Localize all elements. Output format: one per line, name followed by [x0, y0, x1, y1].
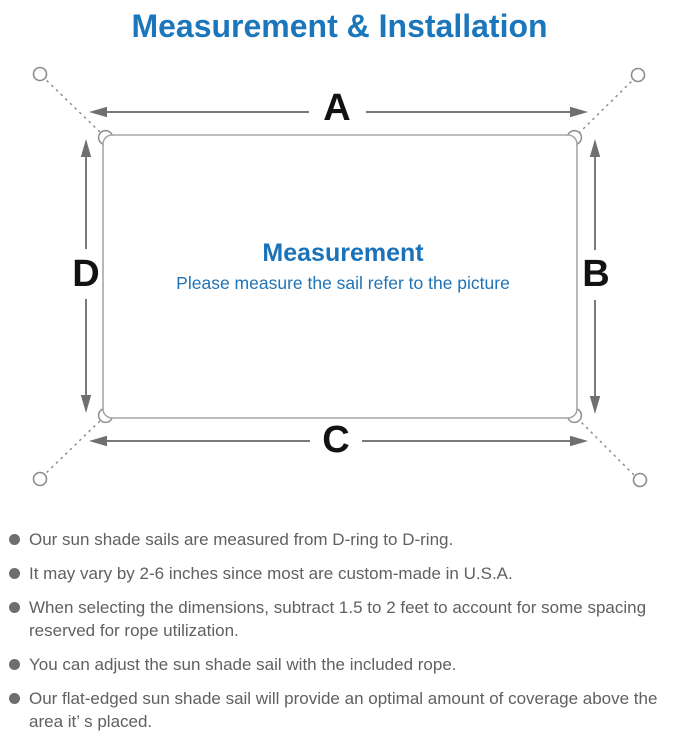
center-heading: Measurement [262, 239, 424, 267]
arrowhead-down-icon [589, 396, 601, 414]
note-text: When selecting the dimensions, subtract … [29, 598, 647, 640]
note-item: Our sun shade sails are measured from D-… [9, 528, 667, 551]
page-title: Measurement & Installation [131, 8, 548, 44]
anchor-point-top-right [630, 67, 646, 83]
note-text: Our flat-edged sun shade sail will provi… [29, 689, 658, 731]
bullet-icon [9, 534, 20, 545]
dimension-arrow-d [80, 139, 92, 413]
anchor-point-bottom-left [32, 471, 48, 487]
note-text: You can adjust the sun shade sail with t… [29, 655, 457, 674]
center-subtitle: Please measure the sail refer to the pic… [176, 273, 510, 293]
dimension-arrow-b [589, 139, 601, 414]
dimension-label-d: D [72, 253, 99, 295]
measurement-diagram: A B C D Measurement Please measure the s… [32, 66, 648, 488]
tie-line-bottom-right [576, 417, 638, 479]
arrowhead-right-icon [570, 106, 588, 118]
arrowhead-left-icon [89, 106, 107, 118]
dimension-arrow-c [89, 435, 588, 447]
dimension-label-c: C [322, 419, 349, 461]
arrowhead-right-icon [570, 435, 588, 447]
arrowhead-up-icon [80, 139, 92, 157]
arrowhead-up-icon [589, 139, 601, 157]
note-text: It may vary by 2-6 inches since most are… [29, 564, 513, 583]
dimension-arrow-a [89, 106, 588, 118]
sail-outline [102, 134, 578, 419]
dimension-label-a: A [323, 87, 350, 129]
arrowhead-left-icon [89, 435, 107, 447]
bullet-icon [9, 659, 20, 670]
anchor-point-top-left [32, 66, 48, 82]
bullet-icon [9, 568, 20, 579]
tie-line-top-right [576, 76, 637, 136]
bullet-icon [9, 602, 20, 613]
notes-list: Our sun shade sails are measured from D-… [0, 516, 679, 733]
tie-line-top-left [41, 75, 104, 136]
dimension-label-b: B [582, 253, 609, 295]
tie-line-bottom-left [41, 417, 104, 478]
anchor-point-bottom-right [632, 472, 648, 488]
note-item: Our flat-edged sun shade sail will provi… [9, 687, 667, 733]
note-item: When selecting the dimensions, subtract … [9, 596, 667, 642]
note-text: Our sun shade sails are measured from D-… [29, 530, 454, 549]
arrowhead-down-icon [80, 395, 92, 413]
bullet-icon [9, 693, 20, 704]
note-item: It may vary by 2-6 inches since most are… [9, 562, 667, 585]
note-item: You can adjust the sun shade sail with t… [9, 653, 667, 676]
